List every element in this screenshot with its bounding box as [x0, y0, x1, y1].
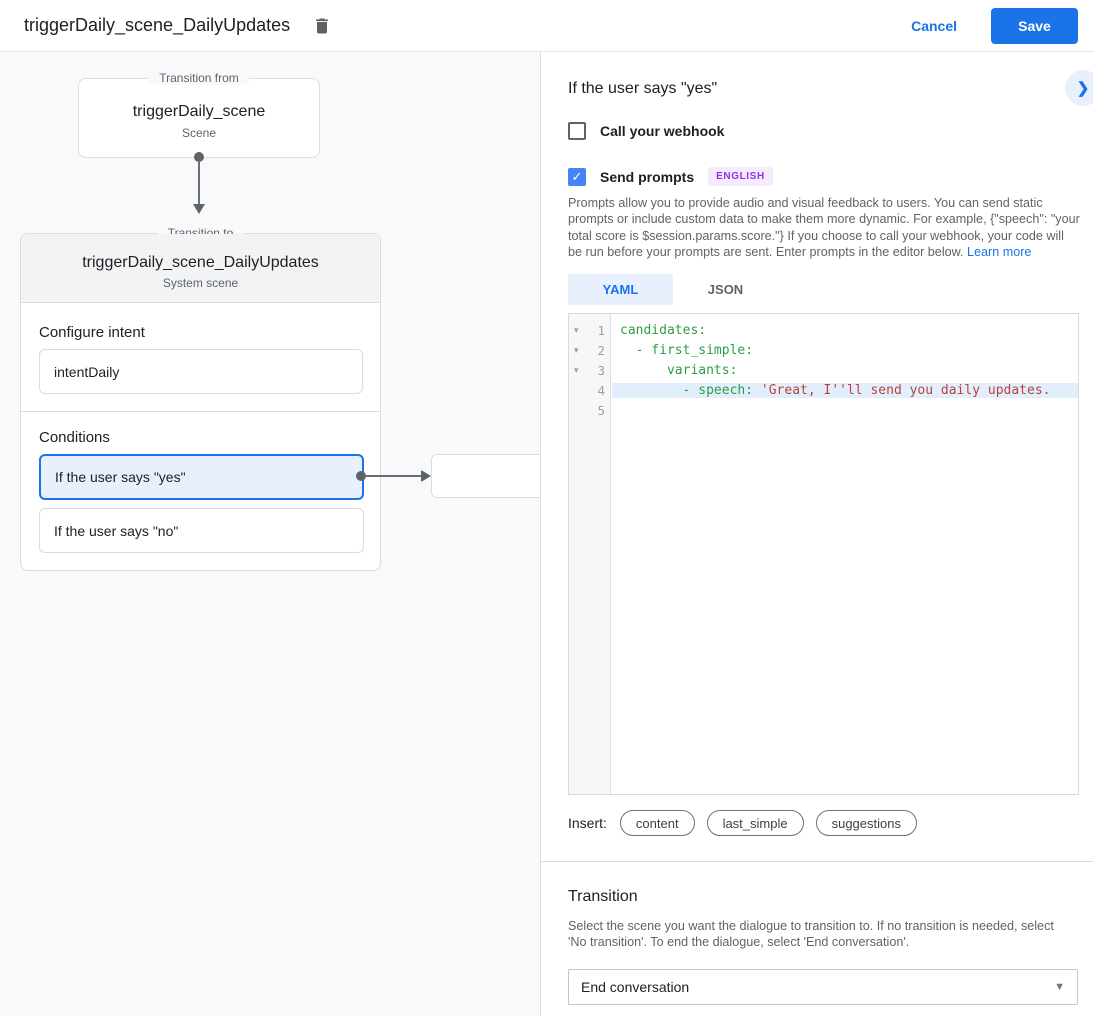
to-scene-name: triggerDaily_scene_DailyUpdates: [82, 254, 319, 271]
condition-detail-panel: If the user says "yes" ❯ Call your webho…: [541, 52, 1093, 1016]
insert-row: Insert: content last_simple suggestions: [568, 810, 929, 836]
chevron-right-icon: ❯: [1076, 80, 1090, 97]
fold-toggle-icon[interactable]: ▾: [574, 364, 579, 375]
cancel-button[interactable]: Cancel: [911, 17, 957, 34]
prompts-description-text: Prompts allow you to provide audio and v…: [568, 196, 1080, 260]
to-scene-type: System scene: [162, 276, 239, 290]
top-bar: triggerDaily_scene_DailyUpdates Cancel S…: [0, 0, 1094, 52]
main-area: Transition from triggerDaily_scene Scene…: [0, 52, 1094, 1016]
send-prompts-row: ✓ Send prompts ENGLISH: [568, 167, 773, 186]
connector-line-vertical: [198, 162, 200, 204]
editor-lines: ▾ 1 candidates: ▾ 2 - first_simple: ▾ 3 …: [569, 320, 1078, 420]
fold-toggle-icon[interactable]: ▾: [574, 344, 579, 355]
condition-item-no[interactable]: If the user says "no": [39, 508, 364, 553]
tab-yaml[interactable]: YAML: [568, 274, 673, 305]
configure-intent-heading: Configure intent: [39, 324, 145, 341]
node-section-divider: [21, 411, 380, 412]
webhook-row: Call your webhook: [568, 122, 724, 140]
call-webhook-checkbox[interactable]: [568, 122, 586, 140]
line-number: 3: [597, 362, 605, 378]
call-webhook-label: Call your webhook: [600, 123, 725, 139]
code-line: 5: [569, 400, 1078, 420]
line-number: 2: [597, 342, 605, 358]
tab-json[interactable]: JSON: [707, 282, 744, 297]
condition-item-yes[interactable]: If the user says "yes": [39, 454, 364, 500]
from-scene-name: triggerDaily_scene: [132, 103, 266, 120]
code-key-token: variants:: [620, 362, 738, 378]
code-text: candidates:: [612, 323, 1078, 338]
code-key-token: - speech:: [620, 382, 761, 398]
insert-chip-content[interactable]: content: [619, 810, 695, 836]
insert-label: Insert:: [568, 815, 607, 831]
code-line-highlighted: 4 - speech: 'Great, I''ll send you daily…: [569, 380, 1078, 400]
transition-from-legend: Transition from: [149, 71, 249, 85]
prompt-code-editor[interactable]: ▾ 1 candidates: ▾ 2 - first_simple: ▾ 3 …: [568, 313, 1079, 795]
insert-chip-last-simple[interactable]: last_simple: [706, 810, 804, 836]
send-prompts-checkbox[interactable]: ✓: [568, 167, 586, 186]
line-number: 1: [597, 322, 605, 338]
panel-title: If the user says "yes": [568, 80, 718, 97]
transition-from-node[interactable]: Transition from triggerDaily_scene Scene: [78, 71, 320, 158]
save-button[interactable]: Save: [991, 7, 1078, 44]
line-number: 4: [597, 382, 605, 398]
editor-tabs: YAML JSON: [568, 274, 778, 305]
code-line: ▾ 3 variants:: [569, 360, 1078, 380]
checkmark-icon: ✓: [571, 168, 583, 184]
conditions-heading: Conditions: [39, 429, 110, 446]
page-title: triggerDaily_scene_DailyUpdates: [24, 15, 291, 35]
transition-to-node[interactable]: Transition to triggerDaily_scene_DailyUp…: [20, 226, 381, 571]
arrow-right-icon: [421, 470, 431, 482]
send-prompts-label: Send prompts: [600, 168, 695, 185]
connector-dot-top: [194, 152, 204, 162]
intent-item[interactable]: intentDaily: [39, 349, 363, 394]
connector-line-horizontal: [366, 475, 422, 477]
delete-scene-button[interactable]: [308, 12, 336, 40]
transition-select[interactable]: End conversation ▼: [568, 969, 1078, 1005]
language-badge: ENGLISH: [708, 167, 773, 186]
arrow-down-icon: [193, 204, 205, 214]
panel-divider: [541, 861, 1093, 862]
code-text: variants:: [612, 363, 1078, 378]
prompts-description: Prompts allow you to provide audio and v…: [568, 195, 1080, 261]
code-line: ▾ 2 - first_simple:: [569, 340, 1078, 360]
scene-diagram-canvas[interactable]: Transition from triggerDaily_scene Scene…: [0, 52, 541, 1016]
transition-select-value: End conversation: [581, 979, 690, 995]
insert-chip-suggestions[interactable]: suggestions: [815, 810, 917, 836]
from-scene-type: Scene: [181, 126, 217, 140]
transition-heading: Transition: [568, 888, 638, 905]
line-number: 5: [597, 402, 605, 418]
editor-gutter: [569, 314, 611, 794]
code-string-token: 'Great, I''ll send you daily updates.: [760, 382, 1051, 398]
condition-target-node[interactable]: [431, 454, 540, 498]
connector-dot-condition: [356, 471, 366, 481]
trash-icon: [312, 16, 332, 36]
code-text: - speech: 'Great, I''ll send you daily u…: [612, 382, 1078, 398]
transition-description: Select the scene you want the dialogue t…: [568, 919, 1054, 950]
code-key-token: - first_simple:: [620, 342, 754, 358]
caret-down-icon: ▼: [1054, 981, 1065, 993]
learn-more-link[interactable]: Learn more: [967, 245, 1032, 260]
code-text: - first_simple:: [612, 343, 1078, 358]
to-node-header: triggerDaily_scene_DailyUpdates System s…: [21, 234, 380, 303]
collapse-panel-button[interactable]: ❯: [1065, 70, 1093, 106]
fold-toggle-icon[interactable]: ▾: [574, 324, 579, 335]
code-line: ▾ 1 candidates:: [569, 320, 1078, 340]
code-key-token: candidates:: [620, 322, 707, 338]
